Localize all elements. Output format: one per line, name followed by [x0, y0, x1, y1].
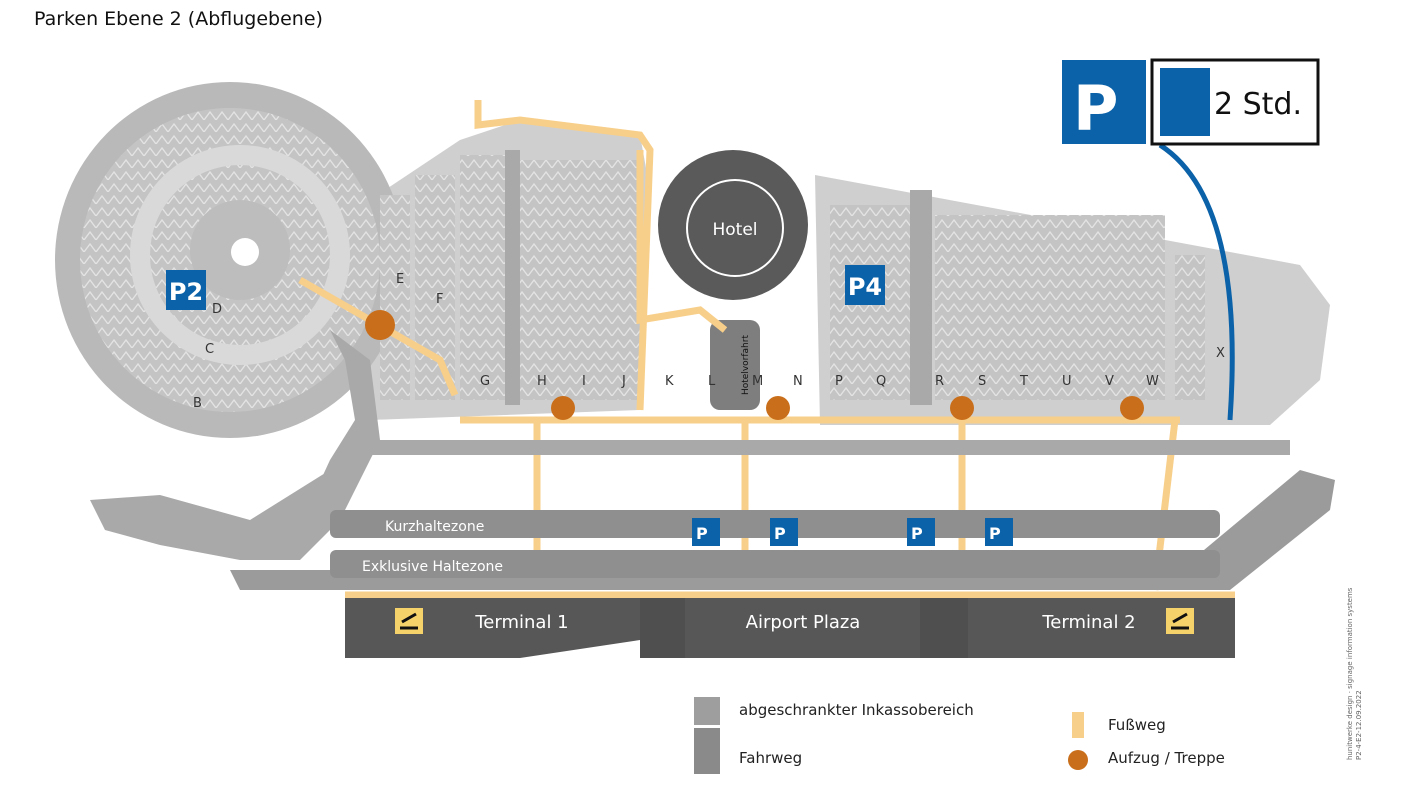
departure-icon: [1166, 608, 1194, 634]
svg-text:P: P: [989, 524, 1001, 543]
parking-disc-icon: [1160, 68, 1210, 136]
row-label: B: [193, 396, 202, 411]
hotel-label: Hotel: [712, 220, 757, 240]
elevator-icon: [766, 396, 790, 420]
elevator-icon: [950, 396, 974, 420]
disabled-parking-sign-icon: [1062, 60, 1146, 144]
legend: [694, 697, 1088, 774]
credit: hunitwerke design · signage information …: [1346, 587, 1363, 760]
exklusive-haltezone-label: Exklusive Haltezone: [362, 559, 503, 575]
elevator-icon: [1068, 750, 1088, 770]
hotelvorfahrt-label: Hotelvorfahrt: [741, 335, 751, 395]
row-label: G: [480, 374, 490, 389]
elevator-icon: [1120, 396, 1144, 420]
road-swatch: [694, 728, 720, 774]
parking-area-p2: [55, 82, 405, 438]
p4-label: P4: [848, 273, 882, 301]
row-label: U: [1062, 374, 1072, 389]
kurzhaltezone-label: Kurzhaltezone: [385, 519, 484, 535]
time-limit-label: 2 Std.: [1214, 87, 1302, 122]
row-label: E: [396, 272, 404, 287]
svg-text:P: P: [911, 524, 923, 543]
elevator-icon: [551, 396, 575, 420]
row-label: P: [835, 374, 843, 389]
terminal-1-label: Terminal 1: [474, 612, 568, 633]
terminal-building: Terminal 1 Airport Plaza Terminal 2: [345, 598, 1235, 658]
disabled-parking-icon: [692, 518, 720, 546]
footpath-swatch: [1072, 712, 1084, 738]
row-label: L: [708, 374, 716, 389]
parking-lanes: [505, 150, 932, 405]
row-labels: B C D E F G H I J K L M N P Q R S T U V …: [193, 272, 1225, 411]
elevator-icon: [365, 310, 395, 340]
hotel-building: Hotel Hotelvorfahrt: [651, 143, 815, 410]
row-label: V: [1105, 374, 1114, 389]
p2-badge: [166, 270, 206, 310]
terminal-2-label: Terminal 2: [1041, 612, 1135, 633]
legend-road-label: Fahrweg: [739, 749, 803, 767]
p4-badge: [845, 265, 885, 305]
row-label: I: [582, 374, 586, 389]
row-label: D: [212, 302, 222, 317]
row-label: S: [978, 374, 986, 389]
svg-text:P: P: [696, 524, 708, 543]
disabled-parking-icon: [907, 518, 935, 546]
p2-label: P2: [169, 278, 203, 306]
row-label: Q: [876, 374, 886, 389]
disabled-parking-icon: [985, 518, 1013, 546]
svg-text:P: P: [774, 524, 786, 543]
page-title: Parken Ebene 2 (Abflugebene): [34, 8, 323, 30]
parking-rows-right: [830, 205, 1205, 400]
legend-barrier-label: abgeschrankter Inkassobereich: [739, 701, 974, 719]
row-label: W: [1146, 374, 1159, 389]
row-label: H: [537, 374, 547, 389]
legend-elevator-label: Aufzug / Treppe: [1108, 749, 1225, 767]
disabled-parking-icon: [770, 518, 798, 546]
row-label: M: [752, 374, 763, 389]
departure-icon: [395, 608, 423, 634]
svg-text:P: P: [1073, 72, 1118, 145]
elevators: [365, 310, 1144, 420]
row-label: K: [665, 374, 674, 389]
sign-connector: [1158, 142, 1235, 421]
airport-plaza-label: Airport Plaza: [746, 612, 861, 633]
parking-rows-left: [380, 155, 640, 400]
row-label: T: [1019, 374, 1028, 389]
legend-footpath-label: Fußweg: [1108, 716, 1166, 734]
row-label: X: [1216, 346, 1225, 361]
row-label: J: [621, 374, 626, 389]
row-label: R: [935, 374, 944, 389]
row-label: C: [205, 342, 214, 357]
row-label: F: [436, 292, 443, 307]
barrier-area-swatch: [694, 697, 720, 725]
row-label: N: [793, 374, 803, 389]
